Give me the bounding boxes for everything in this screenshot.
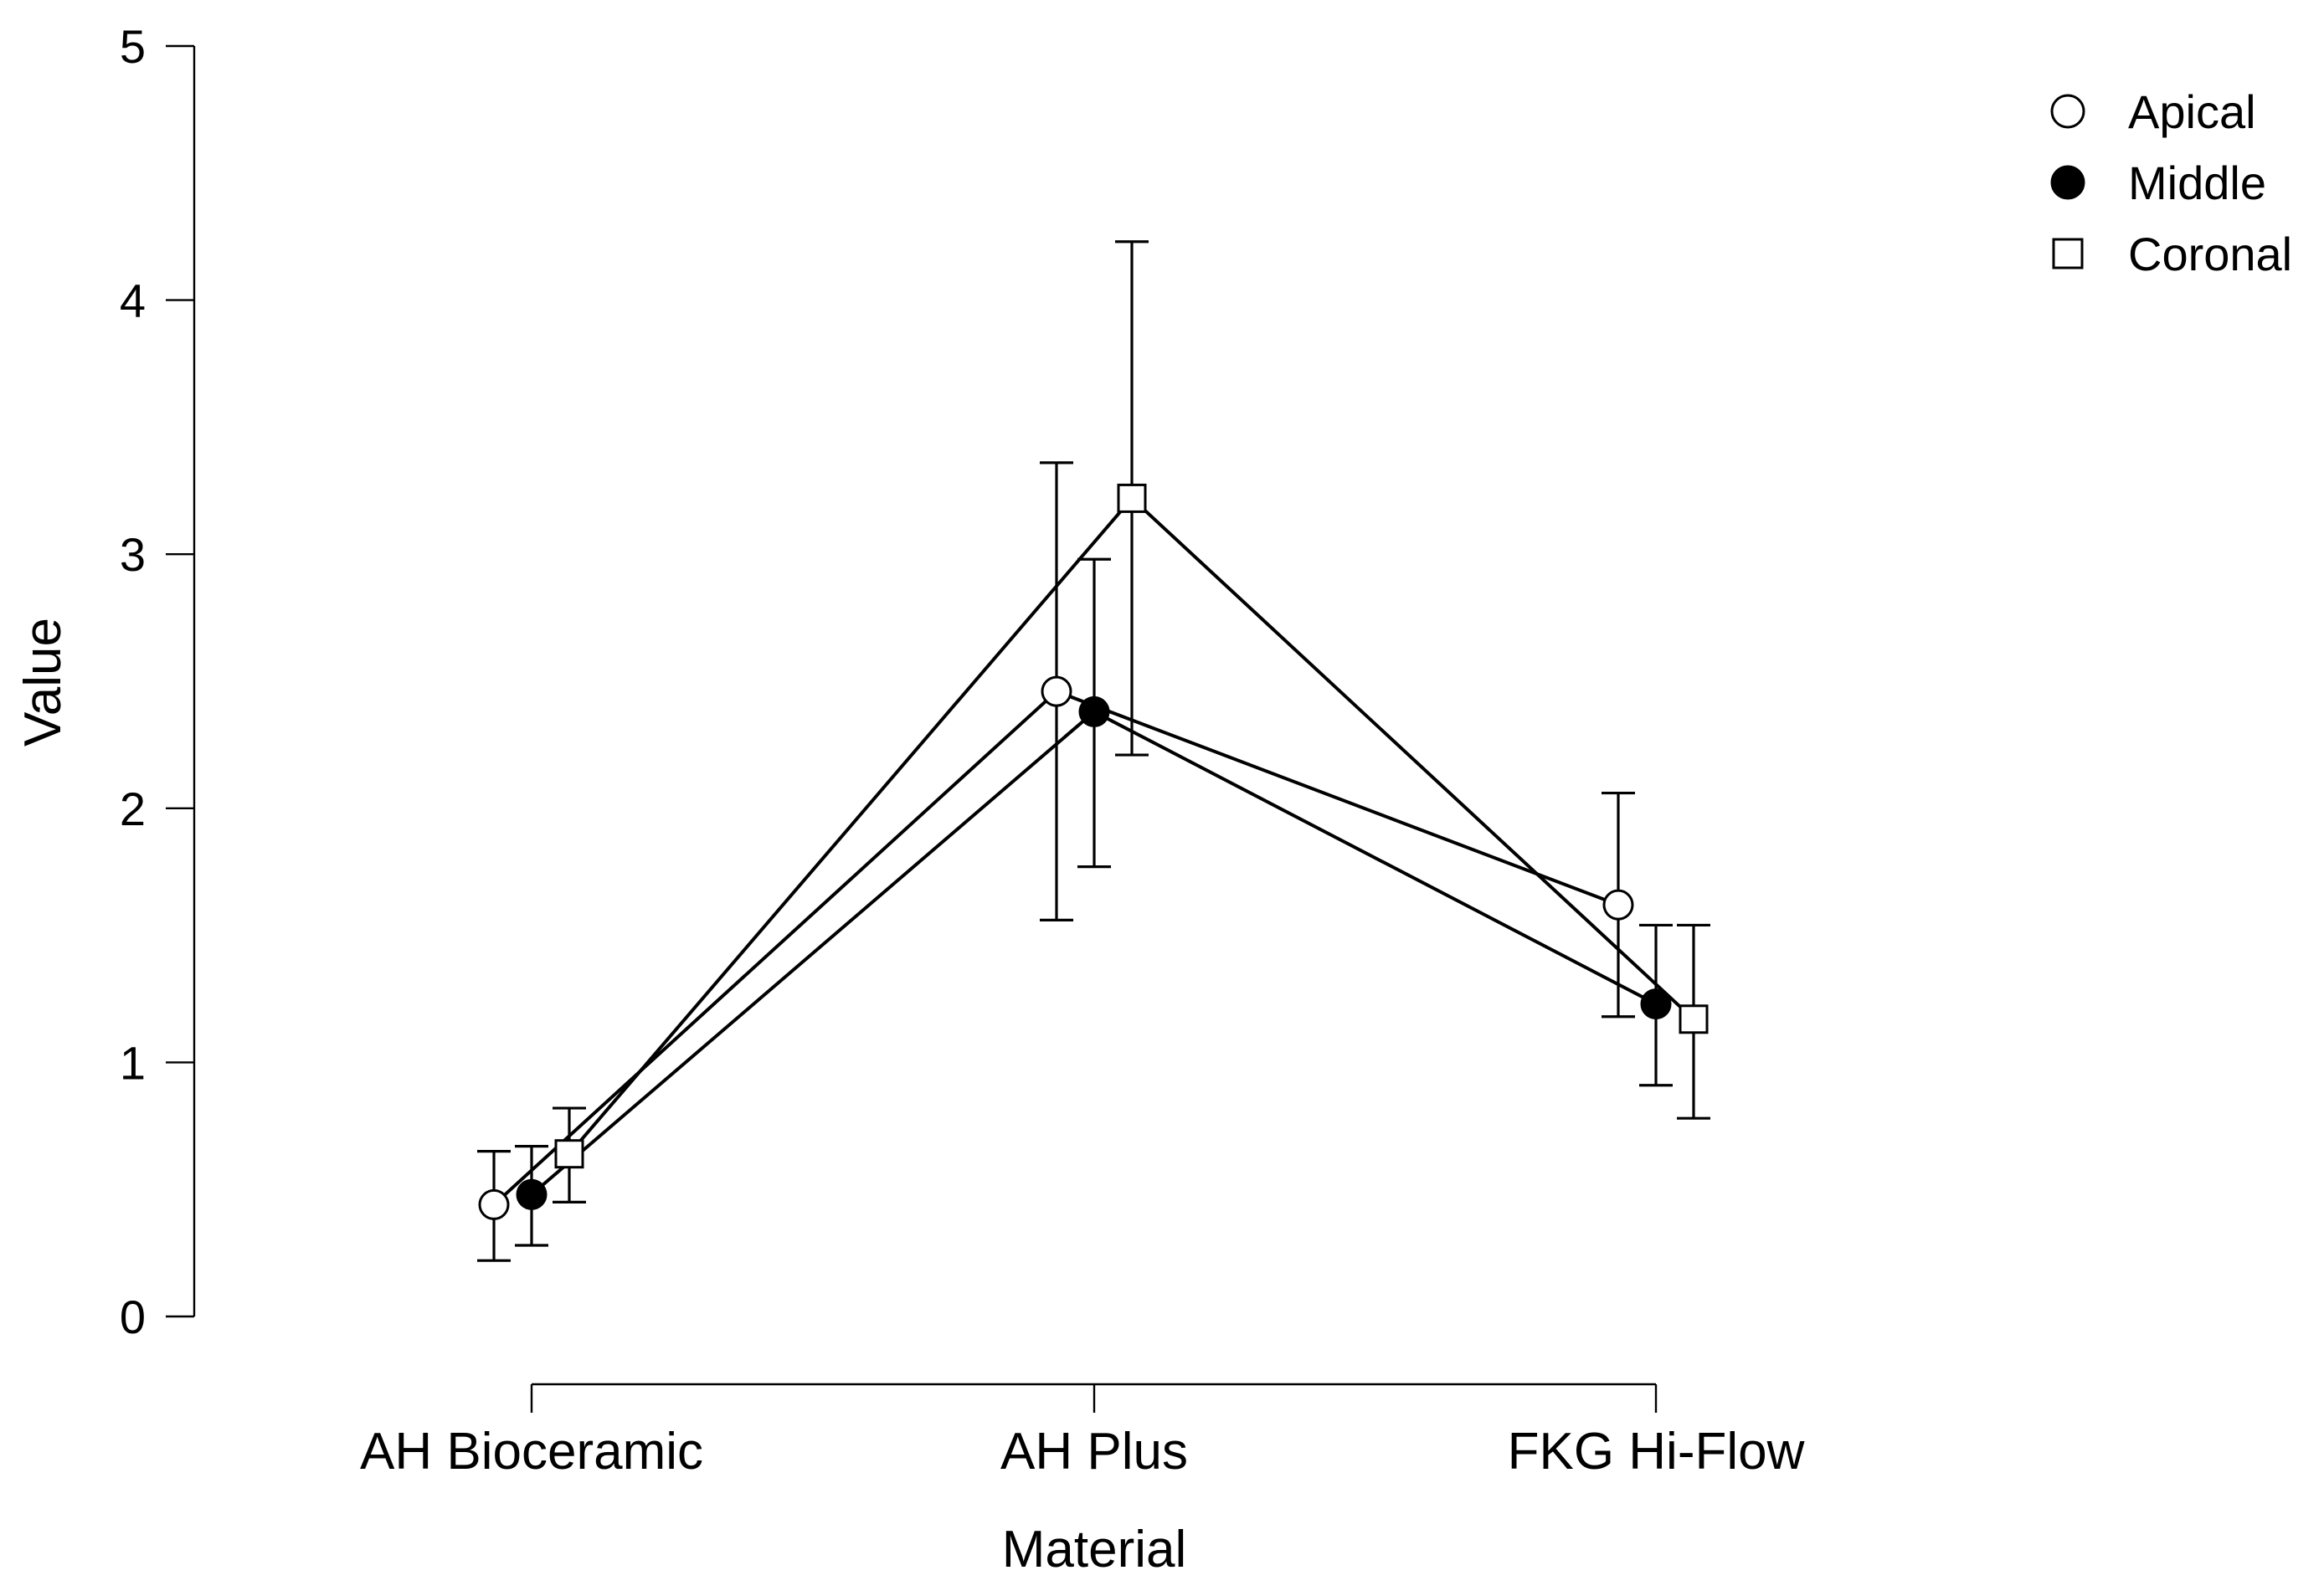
point-middle: [1078, 695, 1110, 727]
y-axis-label: Value: [14, 618, 72, 747]
x-tick-label: AH Bioceramic: [360, 1423, 703, 1481]
y-tick-label: 4: [120, 275, 146, 327]
legend-marker-apical: [2050, 94, 2085, 129]
point-coronal: [1679, 1004, 1709, 1034]
legend-marker-coronal: [2052, 238, 2084, 269]
y-tick-label: 5: [120, 20, 146, 73]
y-tick-label: 1: [120, 1036, 146, 1089]
x-tick-label: AH Plus: [1000, 1423, 1188, 1481]
legend-label-coronal: Coronal: [2128, 228, 2292, 280]
point-middle: [516, 1178, 548, 1210]
x-ticks: AH Bioceramic AH Plus FKG Hi-Flow: [360, 1384, 1805, 1481]
point-middle: [1640, 988, 1672, 1020]
point-apical: [1041, 675, 1072, 707]
y-tick-label: 0: [120, 1291, 146, 1343]
legend-label-middle: Middle: [2128, 157, 2266, 209]
x-axis-label: Material: [1002, 1521, 1187, 1578]
point-apical: [1602, 889, 1634, 921]
point-coronal: [554, 1139, 584, 1169]
legend-label-apical: Apical: [2128, 85, 2256, 138]
y-ticks: 0 1 2 3 4 5: [120, 20, 194, 1343]
error-bars: [477, 240, 1710, 1262]
point-apical: [478, 1188, 510, 1220]
y-tick-label: 3: [120, 528, 146, 581]
legend-marker-middle: [2050, 165, 2085, 200]
x-tick-label: FKG Hi-Flow: [1508, 1423, 1805, 1481]
y-tick-label: 2: [120, 783, 146, 835]
data-points: [478, 483, 1709, 1220]
point-coronal: [1117, 483, 1147, 513]
